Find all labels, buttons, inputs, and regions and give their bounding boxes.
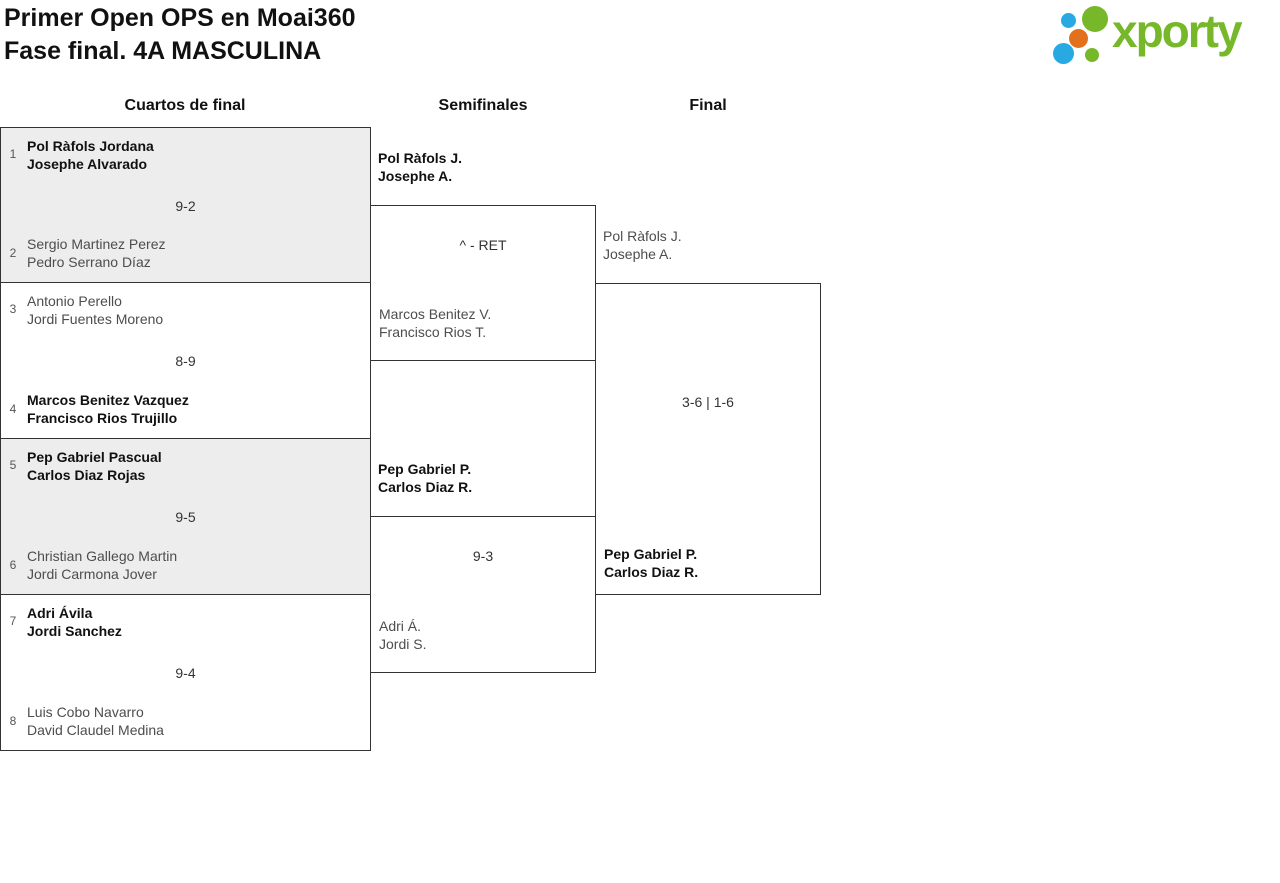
player-name: Francisco Rios T. (379, 324, 487, 340)
tournament-name: Primer Open OPS en Moai360 (4, 4, 356, 32)
player-name: Josephe Alvarado (27, 156, 148, 172)
player-name: Pol Ràfols J. (603, 228, 682, 244)
team-name: Pol Ràfols J. Josephe A. (603, 227, 682, 263)
seed-number: 8 (9, 714, 17, 728)
match-score: 8-9 (175, 353, 196, 369)
match-score: 9-4 (175, 665, 196, 681)
team-name: Pep Gabriel P. Carlos Diaz R. (378, 460, 472, 496)
seed-number: 6 (9, 558, 17, 572)
match-final[interactable]: Pol Ràfols J. Josephe A. 3-6 | 1-6 Pep G… (595, 228, 821, 595)
seed-number: 3 (9, 302, 17, 316)
player-name: Marcos Benitez V. (379, 306, 492, 322)
player-name: Francisco Rios Trujillo (27, 410, 178, 426)
team-name: Sergio Martinez Perez Pedro Serrano Díaz (27, 235, 166, 271)
match-score: 3-6 | 1-6 (682, 394, 734, 410)
round-header-semifinals: Semifinales (438, 97, 528, 114)
seed-number: 2 (9, 246, 17, 260)
match-semifinal-1[interactable]: Pol Ràfols J. Josephe A. ^ - RET Marcos … (370, 150, 596, 361)
logo-dot-green-large-icon (1082, 6, 1108, 32)
player-name: Jordi Fuentes Moreno (27, 311, 164, 327)
player-name: Antonio Perello (27, 293, 122, 309)
player-name: Carlos Diaz R. (604, 564, 699, 580)
player-name: Sergio Martinez Perez (27, 236, 166, 252)
logo-wordmark: xporty (1112, 5, 1243, 57)
team-name: Pep Gabriel Pascual Carlos Diaz Rojas (27, 448, 162, 484)
player-name: Christian Gallego Martin (27, 548, 178, 564)
team-name: Luis Cobo Navarro David Claudel Medina (27, 703, 164, 739)
team-name: Marcos Benitez V. Francisco Rios T. (379, 305, 491, 341)
round-header-quarterfinals: Cuartos de final (124, 97, 246, 114)
phase-category-subtitle: Fase final. 4A MASCULINA (4, 37, 322, 65)
match-score: 9-5 (175, 509, 196, 525)
match-quarterfinal-2[interactable]: 3 Antonio Perello Jordi Fuentes Moreno 8… (0, 282, 371, 439)
player-name: Carlos Diaz Rojas (27, 467, 146, 483)
player-name: Jordi Sanchez (27, 623, 122, 639)
team-name: Pol Ràfols J. Josephe A. (378, 149, 462, 185)
team-name: Adri Ávila Jordi Sanchez (27, 604, 122, 640)
match-quarterfinal-4[interactable]: 7 Adri Ávila Jordi Sanchez 9-4 8 Luis Co… (0, 594, 371, 751)
player-name: Josephe A. (378, 168, 453, 184)
player-name: Josephe A. (603, 246, 673, 262)
player-name: Marcos Benitez Vazquez (27, 392, 189, 408)
player-name: Pol Ràfols Jordana (27, 138, 154, 154)
player-name: Jordi Carmona Jover (27, 566, 157, 582)
logo-dot-green-small-icon (1085, 48, 1099, 62)
player-name: Pedro Serrano Díaz (27, 254, 151, 270)
team-name: Christian Gallego Martin Jordi Carmona J… (27, 547, 177, 583)
team-name: Antonio Perello Jordi Fuentes Moreno (27, 292, 163, 328)
seed-number: 4 (9, 402, 17, 416)
logo-dot-orange-icon (1069, 29, 1088, 48)
xporty-logo[interactable]: xporty (1048, 0, 1280, 72)
player-name: Adri Á. (379, 618, 422, 634)
round-header-final: Final (689, 97, 727, 114)
player-name: David Claudel Medina (27, 722, 164, 738)
player-name: Luis Cobo Navarro (27, 704, 144, 720)
player-name: Pep Gabriel Pascual (27, 449, 162, 465)
match-score: 9-2 (175, 198, 196, 214)
player-name: Carlos Diaz R. (378, 479, 473, 495)
seed-number: 7 (9, 614, 17, 628)
player-name: Pol Ràfols J. (378, 150, 463, 166)
team-name: Marcos Benitez Vazquez Francisco Rios Tr… (27, 391, 189, 427)
match-score: 9-3 (472, 548, 494, 564)
team-name: Pep Gabriel P. Carlos Diaz R. (604, 545, 698, 581)
match-semifinal-2[interactable]: Pep Gabriel P. Carlos Diaz R. 9-3 Adri Á… (370, 461, 596, 673)
page-title: Primer Open OPS en Moai360 Fase final. 4… (4, 2, 356, 68)
seed-number: 1 (9, 147, 17, 161)
match-score: ^ - RET (459, 237, 507, 253)
logo-dot-blue-large-icon (1053, 43, 1074, 64)
match-quarterfinal-3[interactable]: 5 Pep Gabriel Pascual Carlos Diaz Rojas … (0, 438, 371, 595)
seed-number: 5 (9, 458, 17, 472)
player-name: Jordi S. (379, 636, 427, 652)
logo-dot-blue-small-icon (1061, 13, 1076, 28)
player-name: Pep Gabriel P. (604, 546, 698, 562)
player-name: Pep Gabriel P. (378, 461, 472, 477)
team-name: Adri Á. Jordi S. (379, 617, 426, 653)
match-quarterfinal-1[interactable]: 1 Pol Ràfols Jordana Josephe Alvarado 9-… (0, 127, 371, 283)
team-name: Pol Ràfols Jordana Josephe Alvarado (27, 137, 154, 173)
player-name: Adri Ávila (27, 605, 93, 621)
